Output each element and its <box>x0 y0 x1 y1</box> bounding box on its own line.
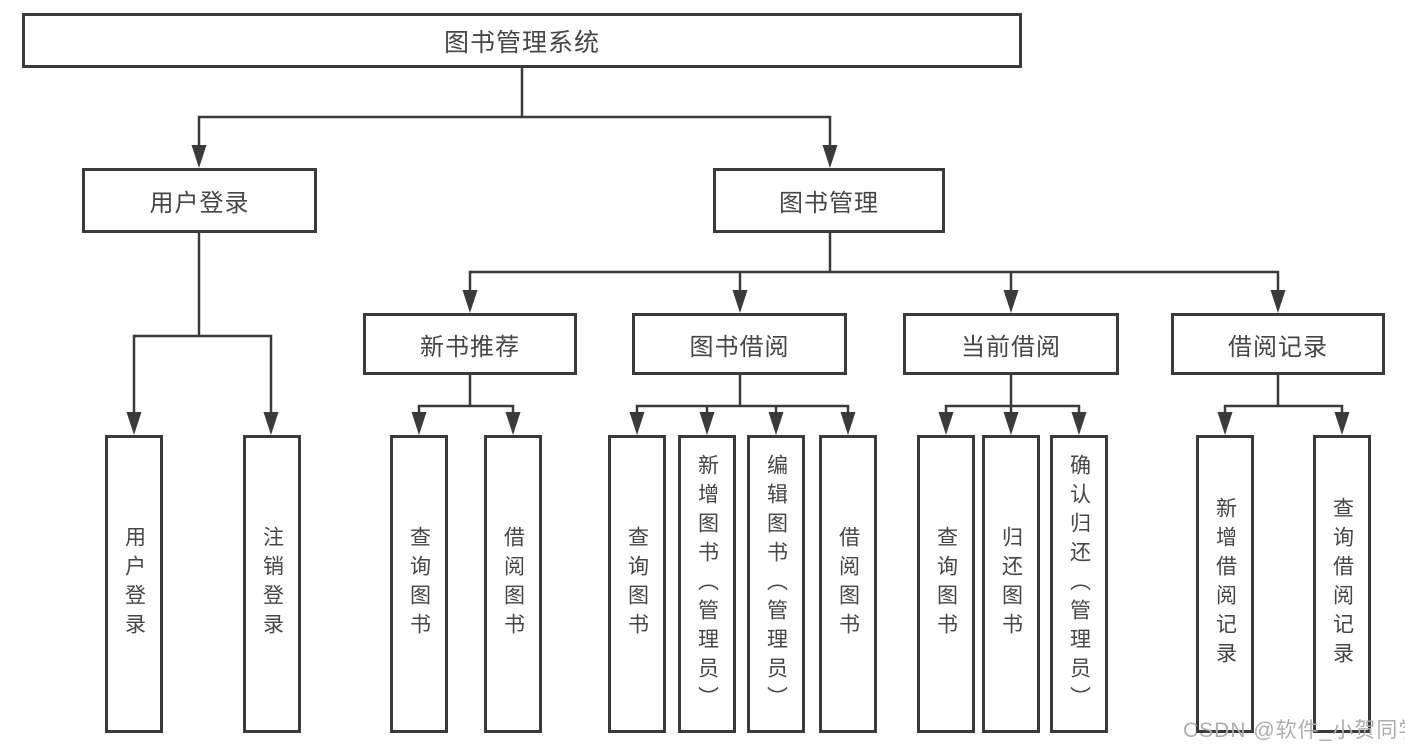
leaf-borrow-books-recommend: 借阅图书 <box>484 435 542 733</box>
arrowhead <box>462 290 478 313</box>
arrowhead <box>1003 412 1019 435</box>
node-book-management: 图书管理 <box>713 168 945 233</box>
node-borrowing-records: 借阅记录 <box>1171 313 1385 375</box>
arrowhead <box>191 145 207 168</box>
arrowhead <box>411 412 427 435</box>
leaf-add-books-admin: 新增图书（管理员） <box>678 435 736 733</box>
arrowhead <box>126 412 142 435</box>
leaf-label: 用户登录 <box>122 526 146 642</box>
leaf-logout: 注销登录 <box>243 435 301 733</box>
node-book-borrowing: 图书借阅 <box>632 313 847 375</box>
arrowhead <box>1270 290 1286 313</box>
leaf-label: 借阅图书 <box>836 526 860 642</box>
leaf-query-borrow-record: 查询借阅记录 <box>1313 435 1371 733</box>
leaf-user-login: 用户登录 <box>105 435 163 733</box>
node-label: 图书借阅 <box>689 333 790 361</box>
leaf-label: 查询图书 <box>625 526 649 642</box>
node-label: 借阅记录 <box>1228 333 1328 361</box>
leaf-borrow-books: 借阅图书 <box>819 435 877 733</box>
node-label: 图书管理 <box>779 190 879 217</box>
leaf-add-borrow-record: 新增借阅记录 <box>1196 435 1254 733</box>
leaf-query-books-recommend: 查询图书 <box>390 435 448 733</box>
leaf-label: 新增图书（管理员） <box>695 453 719 715</box>
arrowhead <box>822 145 838 168</box>
node-current-borrowing: 当前借阅 <box>903 313 1119 375</box>
arrowhead <box>1071 412 1087 435</box>
leaf-label: 查询图书 <box>407 526 431 642</box>
arrowhead <box>1003 290 1019 313</box>
node-label: 新书推荐 <box>420 333 520 361</box>
node-label: 用户登录 <box>149 190 250 217</box>
arrowhead <box>629 412 645 435</box>
leaf-query-books-borrowing: 查询图书 <box>608 435 666 733</box>
arrowheads <box>126 145 1350 435</box>
arrowhead <box>1334 412 1350 435</box>
leaf-confirm-return-admin: 确认归还（管理员） <box>1050 435 1108 733</box>
leaf-label: 归还图书 <box>999 526 1023 642</box>
arrowhead <box>938 412 954 435</box>
leaf-edit-books-admin: 编辑图书（管理员） <box>747 435 805 733</box>
node-label: 图书管理系统 <box>443 28 600 57</box>
arrowhead <box>732 290 748 313</box>
node-library-management-system: 图书管理系统 <box>22 13 1022 68</box>
leaf-label: 注销登录 <box>260 526 284 642</box>
leaf-label: 编辑图书（管理员） <box>764 453 788 715</box>
leaf-query-books-current: 查询图书 <box>917 435 975 733</box>
leaf-label: 借阅图书 <box>501 526 525 642</box>
leaf-return-books: 归还图书 <box>982 435 1040 733</box>
arrowhead <box>768 412 784 435</box>
arrowhead <box>1217 412 1233 435</box>
leaf-label: 新增借阅记录 <box>1213 497 1237 671</box>
node-new-book-recommendation: 新书推荐 <box>363 313 577 375</box>
node-label: 当前借阅 <box>961 333 1061 361</box>
leaf-label: 查询借阅记录 <box>1330 497 1354 671</box>
node-user-login: 用户登录 <box>82 168 317 233</box>
arrowhead <box>840 412 856 435</box>
leaf-label: 查询图书 <box>934 526 958 642</box>
arrowhead <box>263 412 279 435</box>
arrowhead <box>699 412 715 435</box>
csdn-watermark: CSDN @软件_小贺同学 <box>1183 719 1405 742</box>
leaf-label: 确认归还（管理员） <box>1067 453 1091 715</box>
arrowhead <box>505 412 521 435</box>
